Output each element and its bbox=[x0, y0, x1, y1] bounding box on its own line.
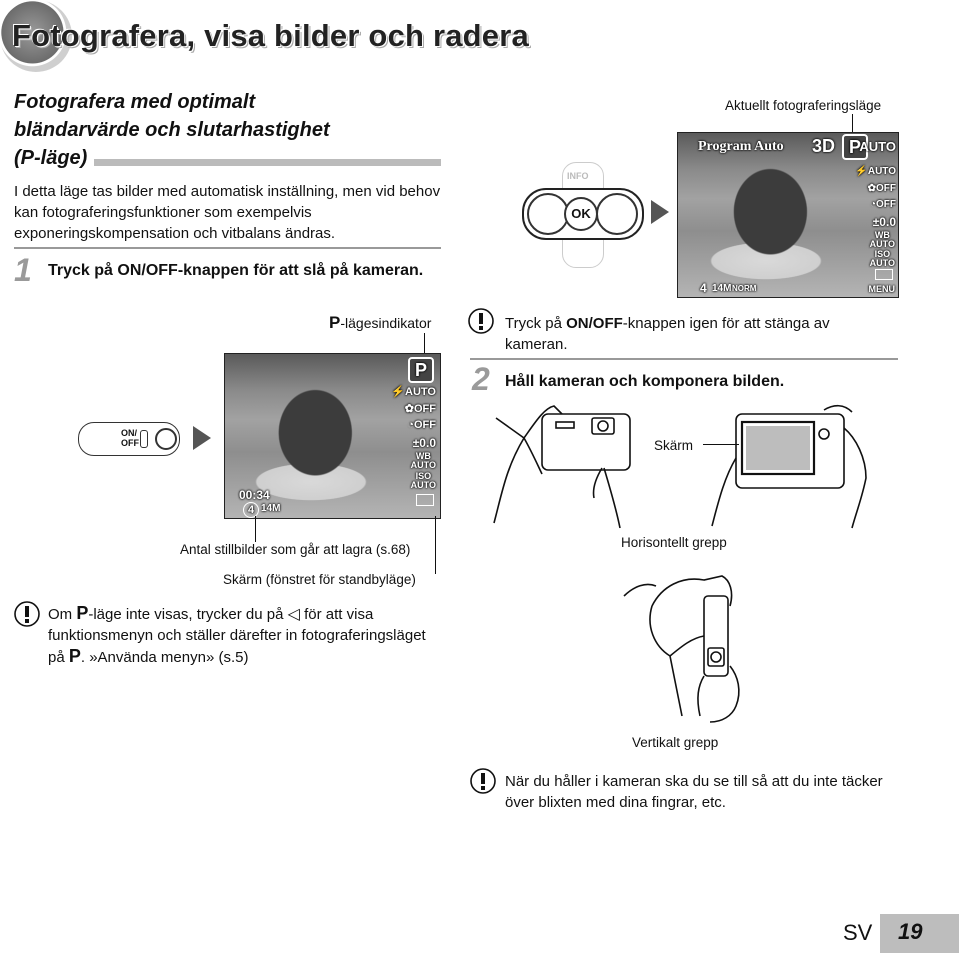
arrow-icon bbox=[193, 426, 211, 450]
onoff-button-name: ON/OFF bbox=[117, 262, 178, 279]
p-mode-indicator: P bbox=[408, 357, 434, 383]
step-1-number: 1 bbox=[14, 252, 32, 288]
divider bbox=[470, 358, 898, 360]
page-number-box: 19 bbox=[880, 914, 959, 953]
leader-line bbox=[852, 114, 853, 134]
record-time: 00:34 bbox=[239, 488, 270, 502]
3d-mode: 3D bbox=[812, 136, 836, 156]
ev-value: ±0.0 bbox=[872, 215, 896, 229]
leader-line bbox=[703, 444, 739, 445]
warning-icon bbox=[468, 308, 494, 334]
note-3: När du håller i kameran ska du se till s… bbox=[505, 773, 883, 811]
p-mode-indicator: P bbox=[842, 134, 868, 160]
title-badge bbox=[0, 0, 72, 72]
ok-button-ring: OK bbox=[522, 188, 644, 240]
power-button-illustration bbox=[155, 428, 177, 450]
language-code: SV bbox=[843, 920, 873, 945]
horizontal-grip-label: Horisontellt grepp bbox=[621, 535, 727, 550]
section-heading-line-2: bländarvärde och slutarhastighet bbox=[14, 119, 330, 141]
leader-line bbox=[255, 516, 256, 542]
flash-icon: ⚡AUTO bbox=[855, 166, 896, 177]
macro-icon: ✿OFF bbox=[404, 403, 436, 415]
section-heading: Fotografera med optimalt bländarvärde oc… bbox=[14, 88, 444, 172]
p-indicator-label: P-lägesindikator bbox=[329, 313, 432, 332]
macro-icon: ✿OFF bbox=[867, 183, 896, 194]
note-1: Om P-läge inte visas, trycker du på ◁ fö… bbox=[48, 603, 426, 666]
menu-icon bbox=[416, 494, 434, 506]
onoff-switch: ON/ OFF bbox=[78, 422, 180, 456]
current-mode-label: Aktuellt fotograferingsläge bbox=[725, 98, 882, 113]
arrow-icon bbox=[651, 200, 669, 224]
leader-line bbox=[424, 333, 425, 357]
menu-label: MENU bbox=[868, 284, 896, 294]
step-2-text: Håll kameran och komponera bilden. bbox=[505, 373, 785, 390]
quality-indicator: NORM bbox=[732, 284, 757, 293]
page-number: 19 bbox=[898, 919, 923, 944]
left-arrow-icon: ◁ bbox=[287, 606, 300, 623]
section-heading-line-1: Fotografera med optimalt bbox=[14, 91, 256, 113]
self-timer-icon: ◔OFF bbox=[407, 419, 436, 431]
lcd-photo bbox=[225, 354, 440, 518]
horizontal-grip-illustration bbox=[493, 404, 867, 529]
page-title: Fotografera, visa bilder och radera bbox=[12, 18, 529, 53]
step-2-number: 2 bbox=[472, 361, 490, 397]
ok-button: OK bbox=[564, 197, 598, 231]
intro-text: I detta läge tas bilder med automatisk i… bbox=[14, 183, 441, 242]
stills-count: 4 bbox=[700, 281, 707, 295]
self-timer-icon: ◔OFF bbox=[869, 199, 896, 210]
stills-count: 4 bbox=[243, 502, 259, 518]
mode-lcd: Program Auto 3D P AUTO ⚡AUTO ✿OFF ◔OFF ±… bbox=[677, 132, 899, 298]
warning-icon bbox=[470, 768, 496, 794]
screen-label: Skärm bbox=[652, 437, 696, 455]
image-size: 14M bbox=[712, 283, 732, 294]
image-size: 14M bbox=[261, 503, 281, 514]
lcd-photo bbox=[678, 133, 898, 297]
ev-value: ±0.0 bbox=[412, 436, 436, 450]
step-1-text: Tryck på ON/OFF-knappen för att slå på k… bbox=[48, 262, 424, 279]
section-heading-line-3: (P-läge) bbox=[14, 147, 88, 169]
section-rule bbox=[94, 159, 441, 166]
warning-icon bbox=[14, 601, 40, 627]
standby-screen-label: Skärm (fönstret för standbyläge) bbox=[223, 572, 416, 587]
mode-name: Program Auto bbox=[698, 139, 784, 154]
leader-line bbox=[435, 516, 436, 574]
vertical-grip-label: Vertikalt grepp bbox=[632, 735, 719, 750]
divider bbox=[14, 247, 441, 249]
stills-count-label: Antal stillbilder som går att lagra (s.6… bbox=[180, 542, 411, 557]
auto-indicator: AUTO bbox=[859, 139, 896, 154]
vertical-grip-illustration bbox=[623, 575, 740, 723]
flash-icon: ⚡AUTO bbox=[391, 386, 436, 398]
display-icon bbox=[875, 269, 893, 280]
note-2: Tryck på ON/OFF-knappen igen för att stä… bbox=[505, 315, 830, 353]
